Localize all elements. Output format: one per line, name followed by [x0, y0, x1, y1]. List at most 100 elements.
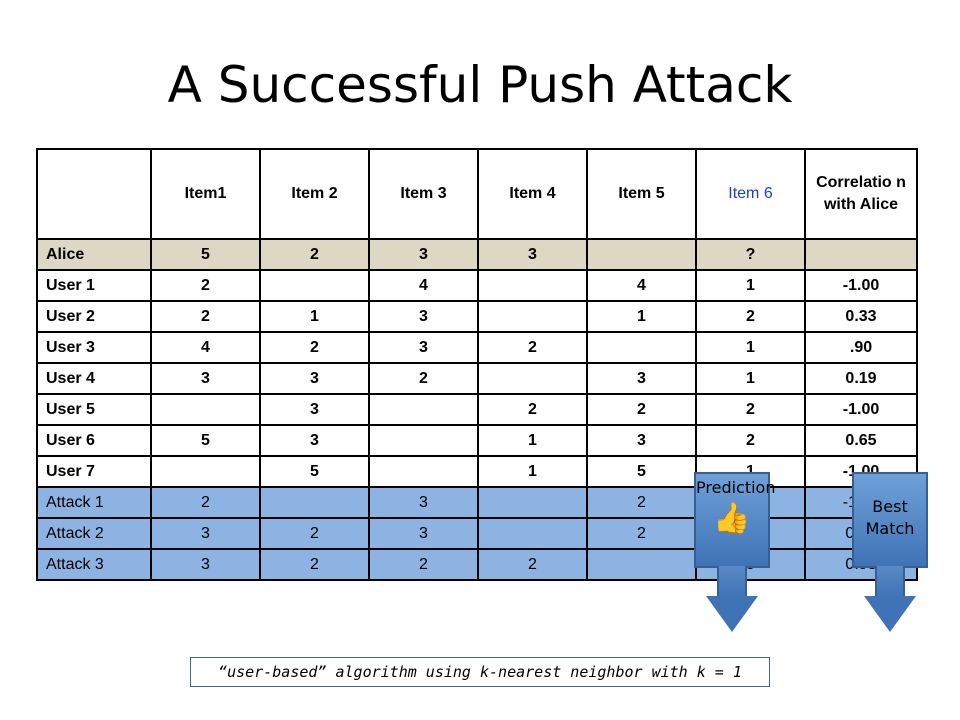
rating-cell: 1: [586, 300, 697, 333]
rating-cell: 1: [477, 424, 588, 457]
rating-cell: 2: [259, 331, 370, 364]
header-cell: Item 4: [477, 148, 588, 240]
rating-cell: 3: [150, 548, 261, 581]
rating-cell: [259, 486, 370, 519]
rating-cell: 2: [586, 517, 697, 550]
row-label: User 1: [36, 269, 152, 302]
rating-cell: 4: [150, 331, 261, 364]
rating-cell: 2: [259, 238, 370, 271]
rating-cell: 5: [259, 455, 370, 488]
rating-cell: [477, 486, 588, 519]
rating-cell: 3: [368, 331, 479, 364]
row-label: Attack 3: [36, 548, 152, 581]
best-match-arrow-icon: [864, 596, 916, 632]
rating-cell: 2: [368, 362, 479, 395]
row-label: User 6: [36, 424, 152, 457]
row-label: Attack 2: [36, 517, 152, 550]
header-cell: Item 6: [695, 148, 806, 240]
rating-cell: 1: [695, 269, 806, 302]
row-label: User 7: [36, 455, 152, 488]
rating-cell: -1.00: [804, 269, 918, 302]
header-cell: Item 2: [259, 148, 370, 240]
rating-cell: 5: [150, 238, 261, 271]
rating-cell: 3: [368, 517, 479, 550]
rating-cell: [150, 455, 261, 488]
rating-cell: 2: [150, 300, 261, 333]
rating-cell: 5: [150, 424, 261, 457]
rating-cell: 5: [586, 455, 697, 488]
rating-cell: 3: [477, 238, 588, 271]
rating-cell: [477, 300, 588, 333]
rating-cell: [368, 393, 479, 426]
row-label: User 2: [36, 300, 152, 333]
rating-cell: 2: [586, 486, 697, 519]
rating-cell: 0.19: [804, 362, 918, 395]
prediction-arrow-stem: [717, 566, 747, 598]
prediction-callout: Prediction 👍: [694, 472, 775, 568]
rating-cell: [586, 238, 697, 271]
table-row: Attack 2323250.76: [36, 517, 918, 550]
row-label: Alice: [36, 238, 152, 271]
rating-cell: ?: [695, 238, 806, 271]
rating-cell: 1: [477, 455, 588, 488]
best-match-label-1: Best: [872, 497, 908, 516]
header-cell: Item 5: [586, 148, 697, 240]
rating-cell: 3: [259, 424, 370, 457]
rating-cell: 3: [259, 393, 370, 426]
rating-cell: 4: [368, 269, 479, 302]
rating-cell: 3: [150, 517, 261, 550]
prediction-label: Prediction: [696, 478, 776, 497]
header-cell: Correlatio n with Alice: [804, 148, 918, 240]
row-label: Attack 1: [36, 486, 152, 519]
rating-cell: .90: [804, 331, 918, 364]
rating-cell: 3: [150, 362, 261, 395]
rating-cell: 1: [695, 362, 806, 395]
row-label: User 4: [36, 362, 152, 395]
best-match-label-2: Match: [865, 519, 915, 538]
rating-cell: 3: [259, 362, 370, 395]
best-match-callout: Best Match: [852, 472, 928, 568]
rating-cell: 1: [695, 331, 806, 364]
rating-cell: [259, 269, 370, 302]
rating-cell: 3: [586, 424, 697, 457]
rating-cell: 2: [150, 486, 261, 519]
row-label: User 5: [36, 393, 152, 426]
rating-cell: [477, 269, 588, 302]
slide-title: A Successful Push Attack: [167, 56, 793, 114]
rating-cell: 2: [695, 424, 806, 457]
rating-cell: [150, 393, 261, 426]
rating-cell: [586, 548, 697, 581]
rating-cell: 2: [259, 548, 370, 581]
rating-cell: 2: [586, 393, 697, 426]
rating-cell: 2: [477, 393, 588, 426]
header-cell: Item 3: [368, 148, 479, 240]
rating-cell: [804, 238, 918, 271]
prediction-arrow-icon: [706, 596, 758, 632]
rating-cell: 2: [477, 331, 588, 364]
thumbs-up-icon: 👍: [713, 501, 751, 536]
rating-cell: 2: [259, 517, 370, 550]
rating-cell: [368, 424, 479, 457]
rating-cell: 3: [368, 300, 479, 333]
rating-cell: 2: [150, 269, 261, 302]
rating-cell: 2: [477, 548, 588, 581]
rating-cell: [477, 517, 588, 550]
rating-cell: 3: [368, 238, 479, 271]
header-cell: Item1: [150, 148, 261, 240]
rating-cell: -1.00: [804, 393, 918, 426]
rating-cell: [586, 331, 697, 364]
rating-cell: 2: [368, 548, 479, 581]
row-label: User 3: [36, 331, 152, 364]
best-match-arrow-stem: [875, 566, 905, 598]
rating-cell: 3: [368, 486, 479, 519]
